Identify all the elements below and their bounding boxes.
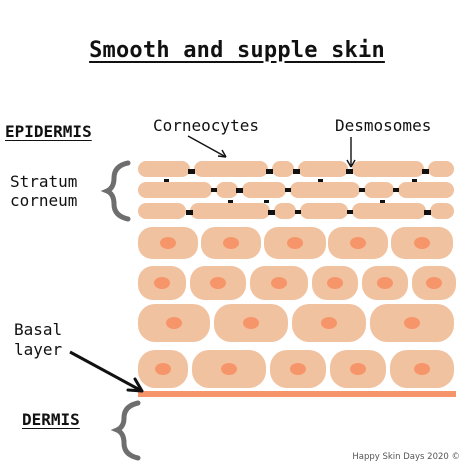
nucleus: [221, 363, 237, 375]
corneocyte: [430, 203, 454, 219]
corneocyte: [272, 161, 294, 177]
corneocyte: [300, 203, 348, 219]
nucleus: [377, 277, 393, 289]
nucleus: [350, 363, 366, 375]
corneocyte: [138, 161, 190, 177]
corneocyte: [242, 182, 286, 198]
corneocyte: [398, 182, 454, 198]
stratum-corneum-row: [138, 203, 454, 219]
corneocyte: [428, 161, 454, 177]
nucleus: [155, 363, 171, 375]
desmosome: [380, 200, 385, 203]
nucleus: [414, 237, 430, 249]
desmosome: [293, 169, 300, 174]
corneocytes-label: Corneocytes: [153, 116, 259, 135]
corneocyte: [352, 161, 424, 177]
stratum-corneum-row: [138, 161, 454, 177]
desmosome: [211, 188, 217, 192]
nucleus: [350, 237, 366, 249]
corneum-label: corneum: [10, 191, 78, 210]
nucleus: [426, 277, 442, 289]
nucleus: [290, 363, 306, 375]
copyright-text: Happy Skin Days 2020 ©: [352, 452, 460, 462]
desmosome: [346, 169, 353, 174]
cell-row: [138, 304, 454, 342]
desmosome: [295, 210, 301, 214]
diagram-title: Smooth and supple skin: [89, 38, 385, 63]
desmosome: [164, 179, 169, 182]
corneocyte: [216, 182, 238, 198]
desmosome: [186, 210, 193, 215]
corneocyte: [138, 203, 186, 219]
nucleus: [271, 277, 287, 289]
basal-layer-arrow: [69, 350, 144, 393]
nucleus: [243, 317, 259, 329]
cell-row: [138, 266, 456, 300]
corneocyte: [352, 203, 426, 219]
nucleus: [210, 277, 226, 289]
stratum-label: Stratum: [10, 172, 78, 191]
nucleus: [154, 277, 170, 289]
desmosome: [412, 179, 417, 182]
desmosomes-label: Desmosomes: [335, 116, 432, 135]
basal-membrane: [138, 391, 456, 397]
desmosome: [285, 188, 291, 192]
corneocyte: [364, 182, 394, 198]
layer-label: layer: [14, 340, 63, 359]
basal-label: Basal: [14, 320, 63, 339]
corneocyte: [194, 161, 268, 177]
desmosome: [393, 188, 399, 192]
dermis-bracket: [110, 400, 141, 461]
nucleus: [287, 237, 303, 249]
desmosome: [422, 169, 429, 174]
desmosome: [268, 210, 275, 215]
cell-row: [138, 350, 454, 388]
nucleus: [223, 237, 239, 249]
desmosome: [236, 188, 243, 193]
desmosome: [264, 200, 269, 203]
cell-row: [138, 227, 453, 259]
dermis-label: DERMIS: [22, 410, 80, 429]
desmosome: [359, 188, 365, 192]
corneocyte: [274, 203, 296, 219]
desmosome: [266, 169, 273, 174]
living-cell-layers: [138, 227, 456, 388]
desmosome: [347, 210, 353, 214]
desmosome: [188, 169, 195, 174]
desmosomes: [164, 169, 431, 215]
epidermis-label: EPIDERMIS: [5, 122, 92, 141]
nucleus: [166, 317, 182, 329]
desmosome: [228, 200, 233, 203]
nucleus: [414, 363, 430, 375]
desmosomes-arrow: [346, 137, 356, 168]
stratum-corneum-row: [138, 182, 454, 198]
corneocyte: [138, 182, 212, 198]
corneocyte: [298, 161, 348, 177]
corneocytes-arrow: [187, 135, 227, 158]
corneocyte: [190, 203, 270, 219]
corneocyte: [290, 182, 360, 198]
nucleus: [160, 237, 176, 249]
nucleus: [327, 277, 343, 289]
desmosome: [424, 210, 431, 215]
stratum-corneum-bracket: [100, 160, 131, 222]
nucleus: [404, 317, 420, 329]
desmosome: [318, 179, 323, 182]
nucleus: [321, 317, 337, 329]
